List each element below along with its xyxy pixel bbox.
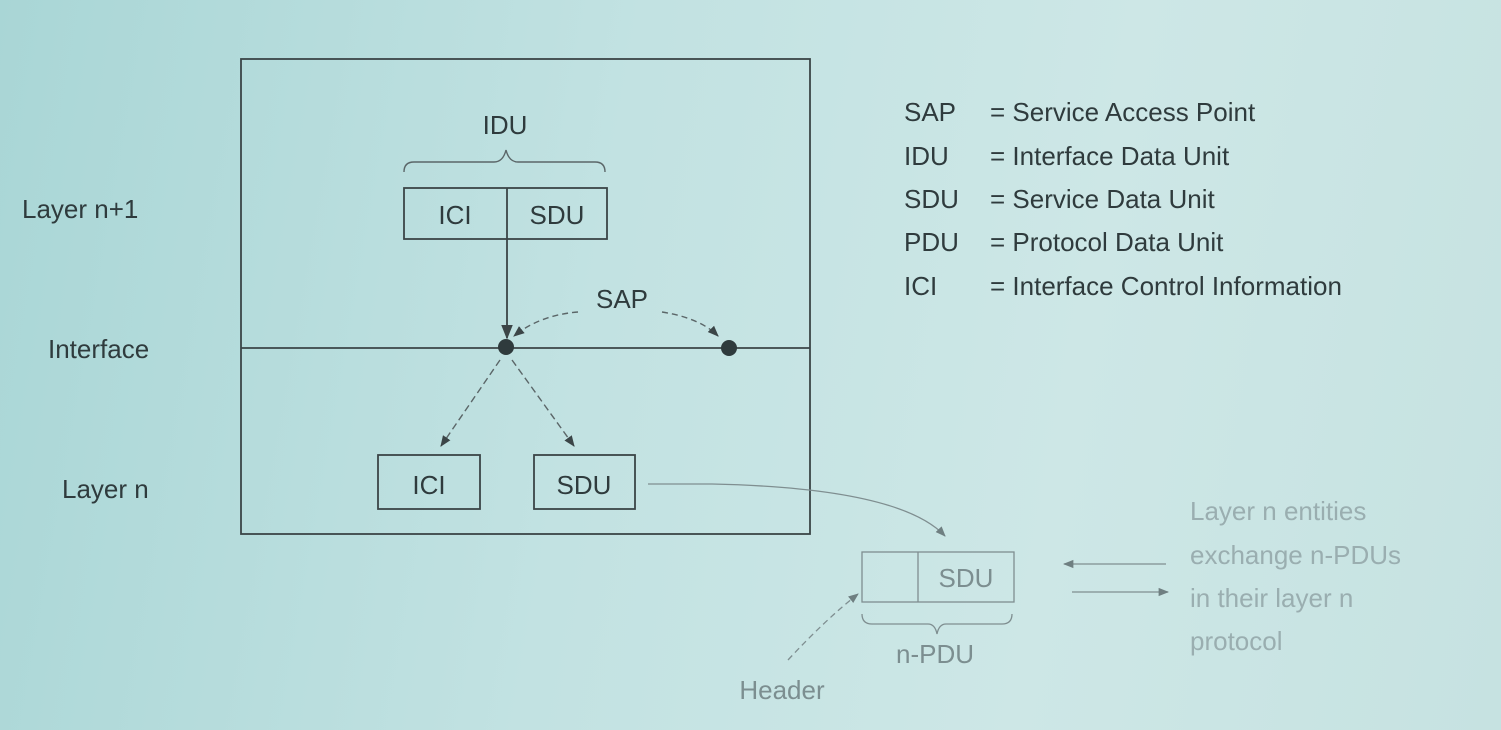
legend-abbr: IDU bbox=[904, 141, 949, 171]
idu-box bbox=[403, 187, 608, 240]
lower-sdu-label: SDU bbox=[557, 470, 612, 500]
sap-pointer-right bbox=[661, 311, 719, 337]
pdu-brace-label: n-PDU bbox=[896, 639, 974, 669]
lower-ici-label: ICI bbox=[412, 470, 445, 500]
legend-abbr: ICI bbox=[904, 271, 937, 301]
pdu-sdu-label: SDU bbox=[939, 563, 994, 593]
split-arrow-ici bbox=[440, 359, 501, 447]
sap-point-right bbox=[721, 340, 737, 356]
split-arrow-sdu bbox=[511, 359, 575, 447]
idu-brace bbox=[403, 149, 606, 173]
legend-definition: = Service Access Point bbox=[990, 97, 1256, 127]
layer-lower-label: Layer n bbox=[62, 474, 149, 504]
idu-ici-label: ICI bbox=[438, 200, 471, 230]
layer-upper-label: Layer n+1 bbox=[22, 194, 138, 224]
legend-definition: = Protocol Data Unit bbox=[990, 227, 1224, 257]
legend-abbr: SAP bbox=[904, 97, 956, 127]
legend-definition: = Service Data Unit bbox=[990, 184, 1215, 214]
interface-label: Interface bbox=[48, 334, 149, 364]
lower-sdu-box bbox=[533, 454, 636, 510]
header-label: Header bbox=[739, 675, 825, 705]
idu-sdu-label: SDU bbox=[530, 200, 585, 230]
sap-pointer-left bbox=[513, 311, 579, 337]
lower-ici-box bbox=[377, 454, 481, 510]
exchange-note-line: protocol bbox=[1190, 626, 1283, 656]
legend: SAP = Service Access Point IDU = Interfa… bbox=[904, 97, 1342, 301]
legend-definition: = Interface Control Information bbox=[990, 271, 1342, 301]
idu-brace-label: IDU bbox=[483, 110, 528, 140]
pdu-brace bbox=[861, 613, 1013, 635]
exchange-note-line: Layer n entities bbox=[1190, 496, 1366, 526]
legend-definition: = Interface Data Unit bbox=[990, 141, 1230, 171]
header-pointer bbox=[787, 593, 859, 661]
sap-label: SAP bbox=[596, 284, 648, 314]
pdu-box bbox=[861, 551, 1015, 603]
legend-abbr: SDU bbox=[904, 184, 959, 214]
legend-abbr: PDU bbox=[904, 227, 959, 257]
exchange-note-line: exchange n-PDUs bbox=[1190, 540, 1401, 570]
sap-point-left bbox=[498, 339, 514, 355]
layer-frame bbox=[240, 58, 811, 535]
exchange-note: Layer n entities exchange n-PDUs in thei… bbox=[1190, 496, 1401, 656]
sdu-to-pdu-arrow bbox=[648, 483, 946, 537]
exchange-note-line: in their layer n bbox=[1190, 583, 1353, 613]
